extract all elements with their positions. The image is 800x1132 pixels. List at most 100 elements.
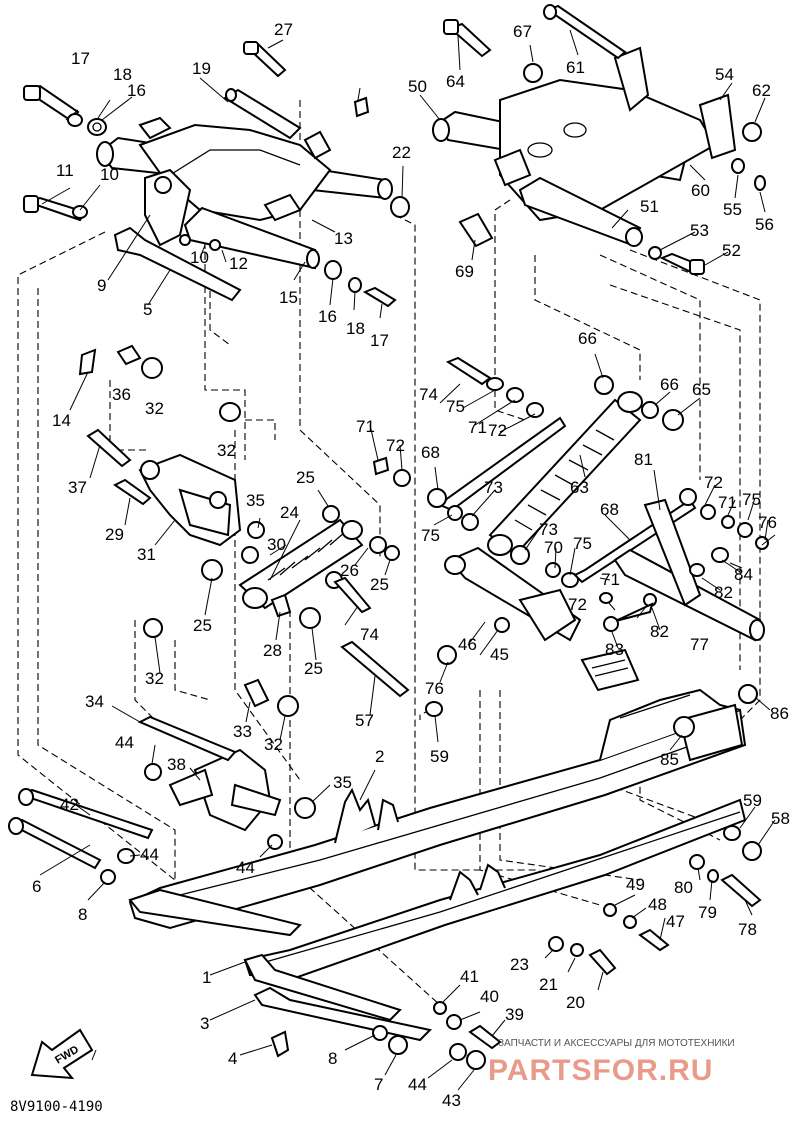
callout-76-2: 76: [758, 513, 777, 532]
callout-71-2: 71: [468, 418, 487, 437]
callout-32: 32: [145, 399, 164, 418]
callout-39: 39: [505, 1005, 524, 1024]
leader-lines: [39, 29, 776, 1091]
callout-34: 34: [85, 692, 104, 711]
callout-45: 45: [490, 645, 509, 664]
callout-73: 73: [484, 478, 503, 497]
callout-68-2: 68: [600, 500, 619, 519]
drawing-code: 8V9100-4190: [10, 1099, 103, 1115]
callout-28: 28: [263, 641, 282, 660]
callout-4: 4: [228, 1049, 237, 1068]
slide-strips: [128, 888, 433, 1042]
callout-23: 23: [510, 955, 529, 974]
callout-66-2: 66: [660, 375, 679, 394]
callout-38: 38: [167, 755, 186, 774]
callout-69: 69: [455, 262, 474, 281]
callout-74-2: 74: [360, 625, 379, 644]
callout-71: 71: [356, 417, 375, 436]
callout-13: 13: [334, 229, 353, 248]
callout-8-2: 8: [328, 1049, 337, 1068]
callout-75-2: 75: [421, 526, 440, 545]
callout-82-2: 82: [714, 583, 733, 602]
callout-46: 46: [458, 635, 477, 654]
callout-3: 3: [200, 1014, 209, 1033]
callout-40: 40: [480, 987, 499, 1006]
callout-32-2: 32: [217, 441, 236, 460]
callout-18-2: 18: [346, 319, 365, 338]
callout-75: 75: [446, 397, 465, 416]
callout-71-4: 71: [718, 493, 737, 512]
callout-14: 14: [52, 411, 71, 430]
callout-25-2: 25: [193, 616, 212, 635]
callout-25: 25: [296, 468, 315, 487]
callout-12: 12: [229, 254, 248, 273]
callout-61: 61: [566, 58, 585, 77]
callout-8: 8: [78, 905, 87, 924]
callout-57: 57: [355, 711, 374, 730]
callout-80: 80: [674, 878, 693, 897]
callout-29: 29: [105, 525, 124, 544]
callout-36: 36: [112, 385, 131, 404]
rear-shock-absorber: [372, 356, 684, 557]
callout-5: 5: [143, 300, 152, 319]
callout-25-3: 25: [370, 575, 389, 594]
callout-42: 42: [60, 795, 79, 814]
callout-73-2: 73: [539, 520, 558, 539]
callout-9: 9: [97, 276, 106, 295]
callout-10-2: 10: [190, 248, 209, 267]
callout-17: 17: [71, 49, 90, 68]
front-shock-absorber: [238, 505, 400, 629]
callout-67: 67: [513, 22, 532, 41]
callout-10: 10: [100, 165, 119, 184]
callout-84: 84: [734, 565, 753, 584]
callout-44: 44: [115, 733, 134, 752]
front-pivot-bracket: [86, 428, 265, 638]
callout-48: 48: [648, 895, 667, 914]
callout-16-2: 16: [318, 307, 337, 326]
callout-6: 6: [32, 877, 41, 896]
rear-bracket: [580, 648, 758, 762]
callout-55: 55: [723, 200, 742, 219]
callout-35-2: 35: [333, 773, 352, 792]
callout-1: 1: [202, 968, 211, 987]
callout-60: 60: [691, 181, 710, 200]
callout-83: 83: [605, 640, 624, 659]
callout-32-4: 32: [264, 735, 283, 754]
callout-72-4: 72: [704, 473, 723, 492]
callout-75-3: 75: [573, 534, 592, 553]
callout-51: 51: [640, 197, 659, 216]
callout-7: 7: [374, 1075, 383, 1094]
callout-21: 21: [539, 975, 558, 994]
callout-52: 52: [722, 241, 741, 260]
callout-44-2: 44: [140, 845, 159, 864]
callout-72-3: 72: [568, 595, 587, 614]
callout-71-3: 71: [601, 570, 620, 589]
left-slide-rail: [128, 688, 747, 930]
callout-85: 85: [660, 750, 679, 769]
callout-75-4: 75: [742, 490, 761, 509]
callout-66: 66: [578, 329, 597, 348]
callout-59: 59: [430, 747, 449, 766]
callout-19: 19: [192, 59, 211, 78]
callout-76: 76: [425, 679, 444, 698]
callout-22: 22: [392, 143, 411, 162]
callout-82: 82: [650, 622, 669, 641]
callout-44-3: 44: [236, 858, 255, 877]
callout-2: 2: [375, 747, 384, 766]
callout-81: 81: [634, 450, 653, 469]
fwd-direction-arrow: FWD: [30, 1028, 94, 1080]
callout-49: 49: [626, 875, 645, 894]
callout-37: 37: [68, 478, 87, 497]
callout-11: 11: [56, 161, 74, 180]
callout-44-4: 44: [408, 1075, 427, 1094]
watermark-tagline: ЗАПЧАСТИ И АКСЕССУАРЫ ДЛЯ МОТОТЕХНИКИ: [498, 1038, 735, 1049]
callout-50: 50: [408, 77, 427, 96]
callout-47: 47: [666, 912, 685, 931]
callout-86: 86: [770, 704, 789, 723]
watermark-brand: PARTSFOR.RU: [488, 1054, 713, 1087]
callout-64: 64: [446, 72, 465, 91]
front-bushings: [78, 344, 241, 422]
watermark: ЗАПЧАСТИ И АКСЕССУАРЫ ДЛЯ МОТОТЕХНИКИ PA…: [488, 1038, 735, 1087]
